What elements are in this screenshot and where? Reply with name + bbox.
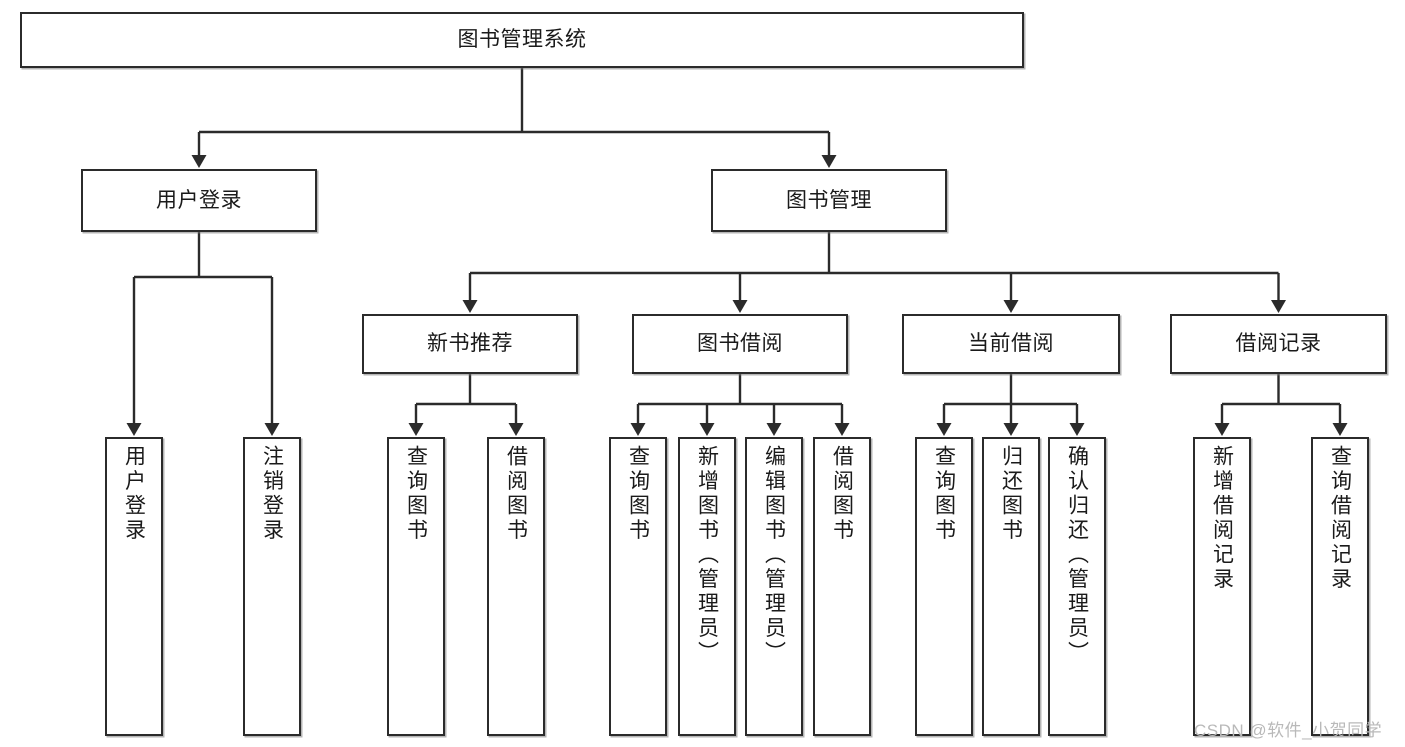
node-logout-leaf[interactable]: 注销登录 — [243, 437, 301, 736]
arrowhead-icon-new-book-recommend — [462, 300, 478, 313]
node-query-borrow-record[interactable]: 查询借阅记录 — [1311, 437, 1369, 736]
node-query-book-1[interactable]: 查询图书 — [387, 437, 445, 736]
node-label-book-management: 图书管理 — [786, 188, 872, 212]
node-user-login[interactable]: 用户登录 — [81, 169, 317, 232]
arrowhead-icon-add-borrow-record — [1214, 423, 1230, 436]
node-root[interactable]: 图书管理系统 — [20, 12, 1024, 68]
node-query-book-2[interactable]: 查询图书 — [609, 437, 667, 736]
arrowhead-icon-borrow-record — [1271, 300, 1286, 313]
arrowhead-icon-current-borrow — [1003, 300, 1019, 313]
arrowhead-icon-edit-book-admin — [766, 423, 782, 436]
arrowhead-icon-borrow-book-1 — [508, 423, 524, 436]
node-label-current-borrow: 当前借阅 — [968, 332, 1054, 356]
arrowhead-icon-borrow-book-2 — [834, 423, 850, 436]
node-add-borrow-record[interactable]: 新增借阅记录 — [1193, 437, 1251, 736]
node-return-book[interactable]: 归还图书 — [982, 437, 1040, 736]
arrowhead-icon-add-book-admin — [699, 423, 715, 436]
node-label-borrow-book-1: 借阅图书 — [504, 445, 528, 543]
node-label-add-borrow-record: 新增借阅记录 — [1210, 445, 1234, 592]
watermark-text: CSDN @软件_小贺同学 — [1194, 721, 1383, 740]
node-user-login-leaf[interactable]: 用户登录 — [105, 437, 163, 736]
node-label-user-login: 用户登录 — [156, 188, 242, 212]
node-label-confirm-return-admin: 确认归还（管理员） — [1065, 445, 1089, 666]
node-confirm-return-admin[interactable]: 确认归还（管理员） — [1048, 437, 1106, 736]
node-current-borrow[interactable]: 当前借阅 — [902, 314, 1120, 374]
node-label-return-book: 归还图书 — [999, 445, 1023, 543]
node-label-query-book-2: 查询图书 — [626, 445, 650, 543]
node-label-root: 图书管理系统 — [457, 28, 587, 52]
edge-bus-book-management — [470, 232, 1279, 275]
arrowhead-icon-user-login — [191, 155, 207, 168]
node-label-book-borrow: 图书借阅 — [697, 332, 783, 356]
node-label-logout-leaf: 注销登录 — [260, 445, 284, 543]
node-label-edit-book-admin: 编辑图书（管理员） — [762, 445, 786, 666]
arrowhead-icon-query-book-3 — [936, 423, 952, 436]
arrowhead-icon-query-borrow-record — [1332, 423, 1348, 436]
node-label-borrow-record: 借阅记录 — [1235, 332, 1322, 356]
arrowhead-icon-confirm-return-admin — [1069, 423, 1085, 436]
arrowhead-icon-user-login-leaf — [126, 423, 142, 436]
node-book-management[interactable]: 图书管理 — [711, 169, 947, 232]
arrowhead-icon-return-book — [1003, 423, 1019, 436]
arrowhead-icon-query-book-1 — [408, 423, 424, 436]
node-query-book-3[interactable]: 查询图书 — [915, 437, 973, 736]
node-label-query-book-1: 查询图书 — [404, 445, 428, 543]
node-label-add-book-admin: 新增图书（管理员） — [695, 445, 719, 666]
node-add-book-admin[interactable]: 新增图书（管理员） — [678, 437, 736, 736]
edge-bus-book-borrow — [638, 374, 842, 406]
edge-bus-new-book-recommend — [416, 374, 516, 406]
node-new-book-recommend[interactable]: 新书推荐 — [362, 314, 578, 374]
arrowhead-icon-book-management — [821, 155, 837, 168]
arrowhead-icon-logout-leaf — [264, 423, 280, 436]
edge-bus-user-login — [134, 232, 272, 279]
node-book-borrow[interactable]: 图书借阅 — [632, 314, 848, 374]
node-label-query-book-3: 查询图书 — [932, 445, 956, 543]
node-label-query-borrow-record: 查询借阅记录 — [1328, 445, 1352, 592]
node-borrow-record[interactable]: 借阅记录 — [1170, 314, 1387, 374]
edge-bus-borrow-record — [1222, 374, 1340, 406]
node-borrow-book-2[interactable]: 借阅图书 — [813, 437, 871, 736]
node-edit-book-admin[interactable]: 编辑图书（管理员） — [745, 437, 803, 736]
node-label-new-book-recommend: 新书推荐 — [427, 332, 513, 356]
arrowhead-icon-query-book-2 — [630, 423, 646, 436]
arrowhead-icon-book-borrow — [732, 300, 748, 313]
node-label-borrow-book-2: 借阅图书 — [830, 445, 854, 543]
edge-bus-root — [199, 68, 829, 134]
node-label-user-login-leaf: 用户登录 — [122, 445, 146, 543]
node-borrow-book-1[interactable]: 借阅图书 — [487, 437, 545, 736]
edge-bus-current-borrow — [944, 374, 1077, 406]
